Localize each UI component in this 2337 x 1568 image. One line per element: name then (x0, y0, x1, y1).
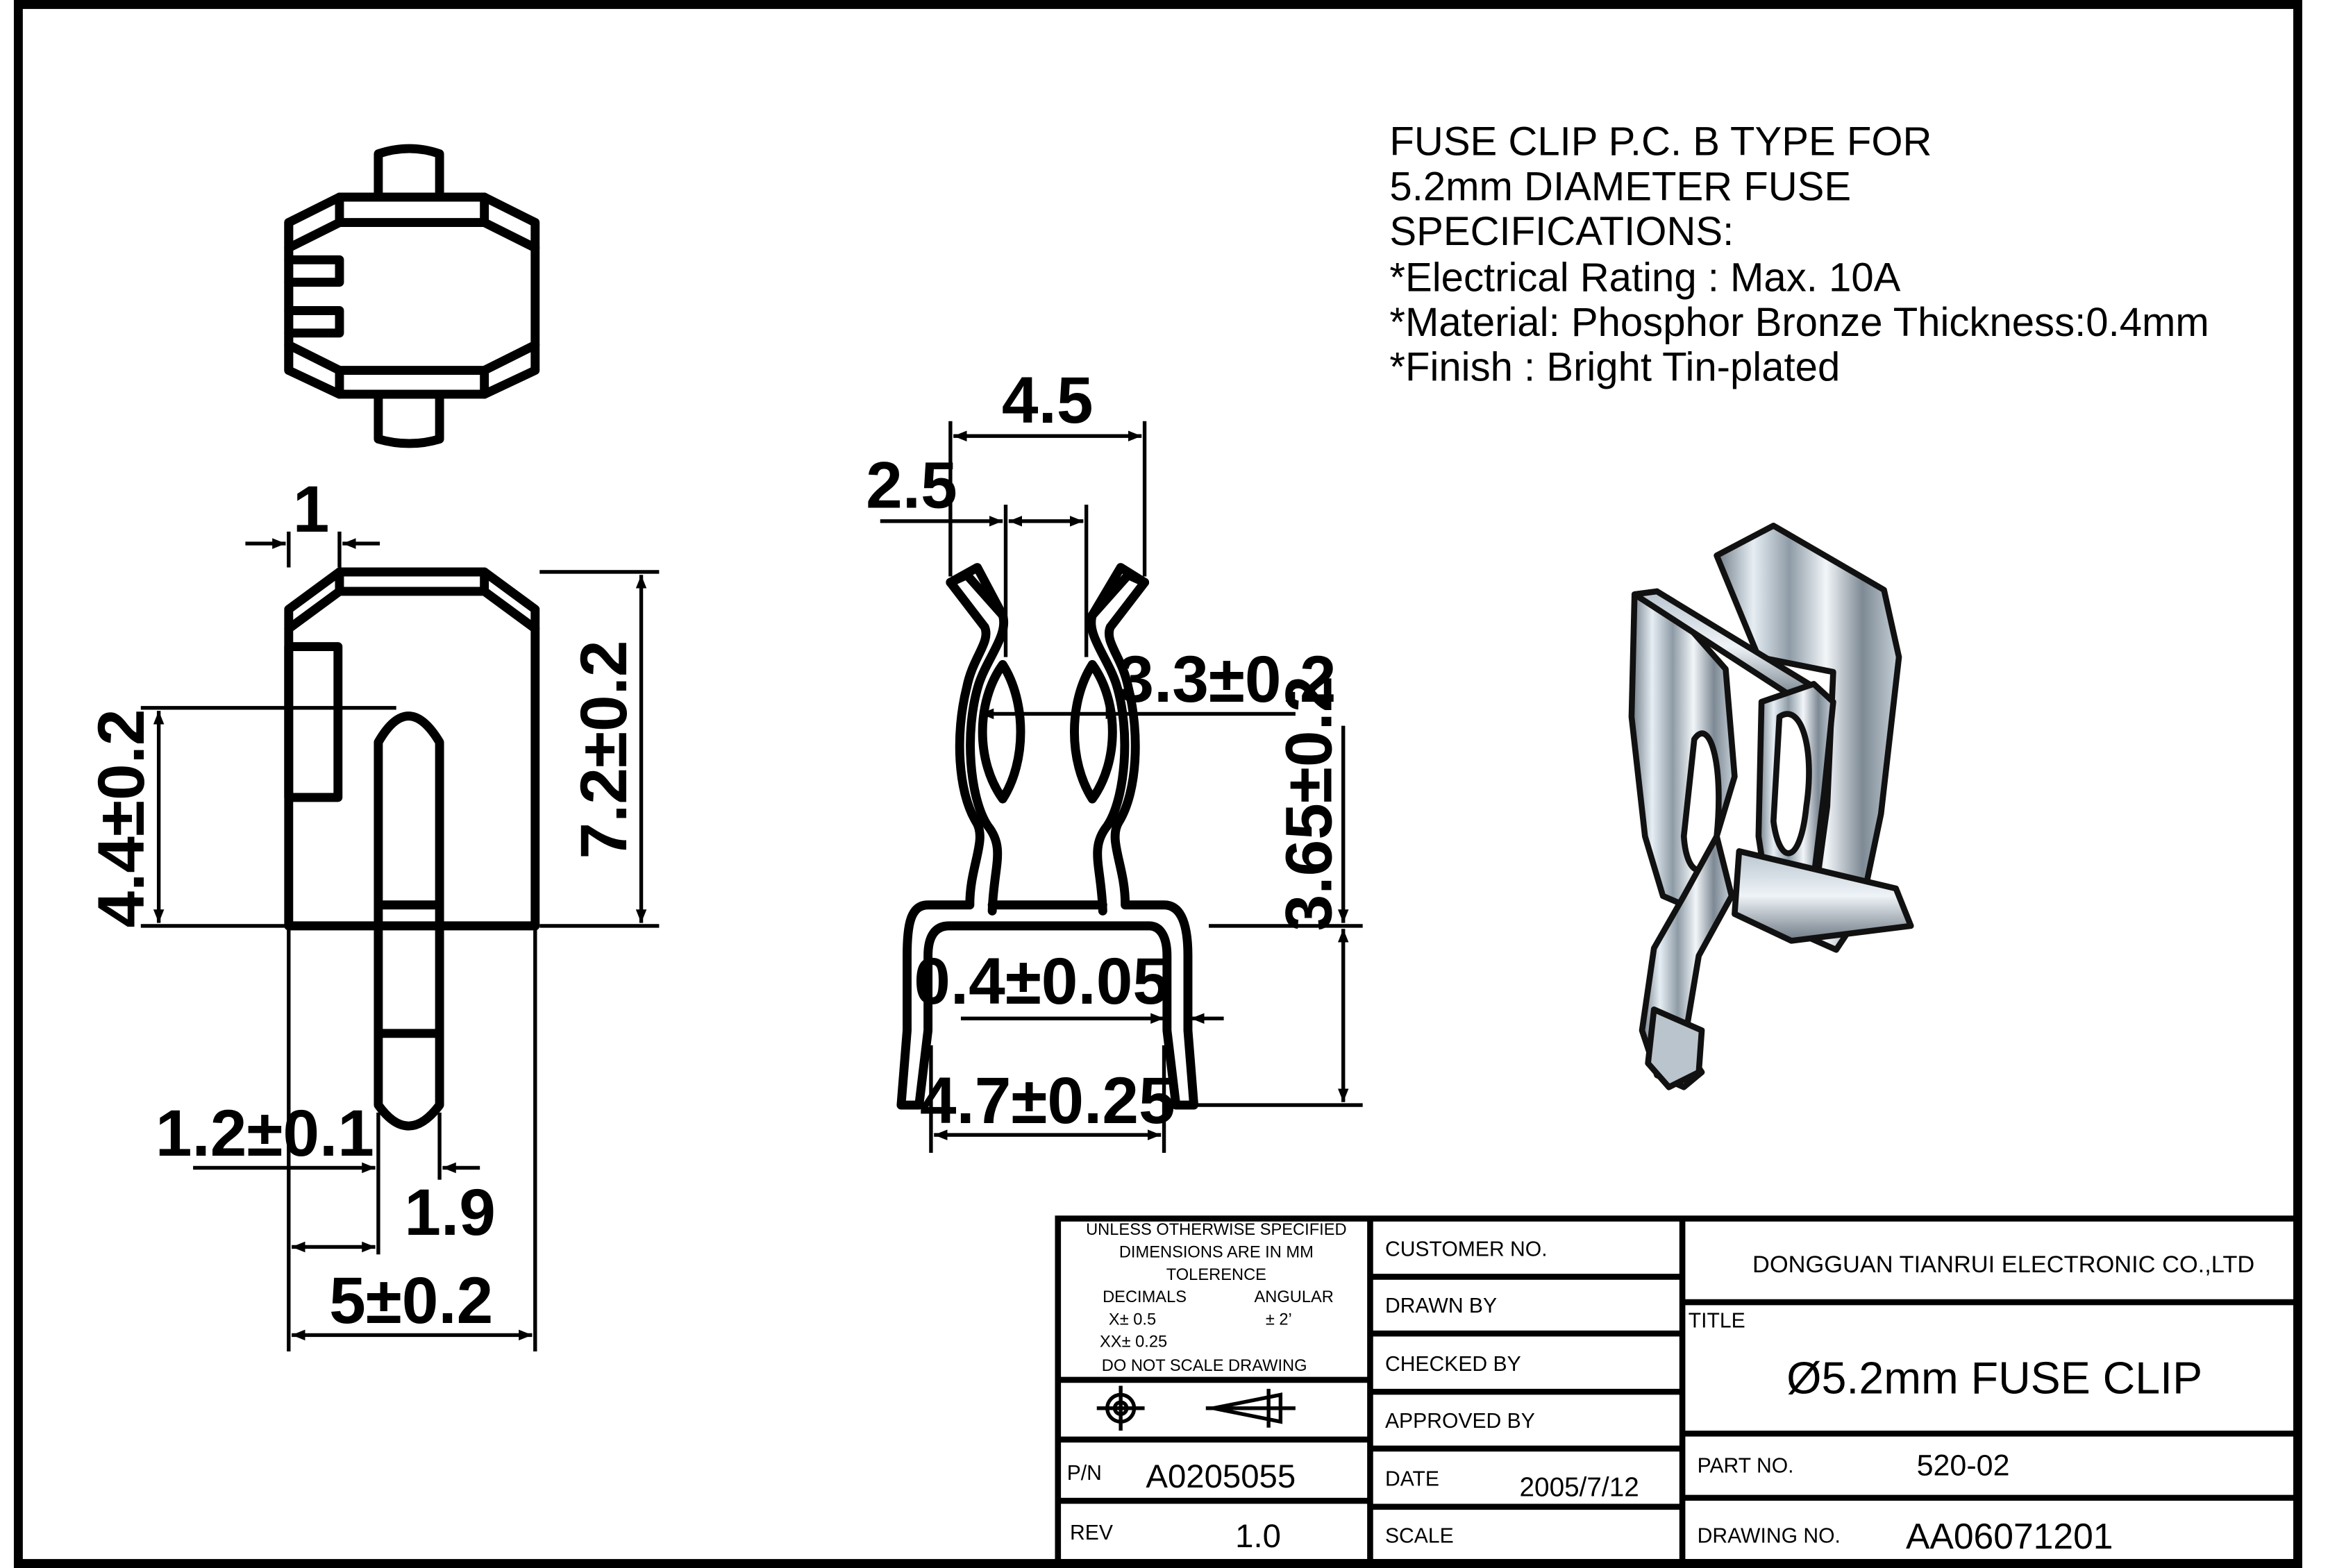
tolerance-line-1: UNLESS OTHERWISE SPECIFIED (1086, 1221, 1347, 1239)
spec-line-6: *Finish : Bright Tin-plated (1389, 345, 1840, 390)
specifications-block: FUSE CLIP P.C. B TYPE FOR 5.2mm DIAMETER… (1389, 119, 2209, 390)
drawn-label: DRAWN BY (1385, 1295, 1497, 1317)
projection-symbol (1096, 1385, 1296, 1431)
title-label: TITLE (1689, 1310, 1745, 1333)
rev-value: 1.0 (1235, 1518, 1281, 1555)
checked-label: CHECKED BY (1385, 1353, 1521, 1376)
tolerance-no-scale: DO NOT SCALE DRAWING (1102, 1357, 1307, 1375)
tolerance-decimals-label: DECIMALS (1103, 1288, 1187, 1306)
scale-label: SCALE (1385, 1524, 1454, 1547)
isometric-view (1628, 522, 1914, 1090)
pn-label: P/N (1067, 1462, 1102, 1485)
dim-front-inner-width: 2.5 (866, 448, 957, 522)
dim-height-total: 7.2±0.2 (567, 640, 641, 859)
dim-front-top-width: 4.5 (1002, 364, 1094, 437)
dim-front-opening: 3.3±0.2 (1117, 643, 1336, 716)
spec-line-1: FUSE CLIP P.C. B TYPE FOR (1389, 119, 1932, 165)
dim-front-thickness: 0.4±0.05 (914, 945, 1169, 1018)
dim-pin-offset: 1.2±0.1 (156, 1097, 374, 1170)
spec-line-4: *Electrical Rating : Max. 10A (1389, 255, 1900, 301)
dim-pin-width: 1.9 (404, 1176, 496, 1249)
dim-top-width: 1 (293, 473, 330, 546)
dim-front-leg-height: 3.65±0.2 (1273, 676, 1346, 931)
spec-line-3: SPECIFICATIONS: (1389, 209, 1734, 254)
part-value: 520-02 (1917, 1449, 2010, 1483)
company-name: DONGGUAN TIANRUI ELECTRONIC CO.,LTD (1752, 1251, 2254, 1278)
tolerance-x: X± 0.5 (1109, 1310, 1156, 1329)
customer-label: CUSTOMER NO. (1385, 1238, 1548, 1261)
tolerance-line-2: DIMENSIONS ARE IN MM (1119, 1244, 1314, 1262)
date-value: 2005/7/12 (1520, 1473, 1639, 1503)
date-label: DATE (1385, 1468, 1439, 1491)
tolerance-angular-label: ANGULAR (1255, 1288, 1334, 1306)
pn-value: A0205055 (1146, 1458, 1296, 1495)
top-view (284, 144, 540, 448)
spec-line-5: *Material: Phosphor Bronze Thickness:0.4… (1389, 300, 2209, 345)
drawing-value: AA06071201 (1906, 1516, 2113, 1556)
approved-label: APPROVED BY (1385, 1410, 1535, 1433)
title-value: Ø5.2mm FUSE CLIP (1786, 1353, 2202, 1403)
part-label: PART NO. (1698, 1454, 1794, 1477)
dim-side-width: 5±0.2 (329, 1264, 493, 1338)
title-block: UNLESS OTHERWISE SPECIFIED DIMENSIONS AR… (1055, 1215, 2301, 1565)
tolerance-line-3: TOLERENCE (1166, 1266, 1266, 1284)
dim-slot-height: 4.4±0.2 (85, 709, 158, 927)
tolerance-angular: ± 2’ (1266, 1310, 1292, 1329)
tolerance-xx: XX± 0.25 (1100, 1333, 1167, 1351)
dim-front-base-width: 4.7±0.25 (920, 1064, 1175, 1138)
side-view (284, 567, 540, 1131)
front-view (896, 563, 1199, 1110)
spec-line-2: 5.2mm DIAMETER FUSE (1389, 164, 1851, 209)
side-view-dimensions: 1 7.2±0.2 4.4±0.2 1.2±0.1 1.9 5±0.2 (85, 473, 660, 1352)
rev-label: REV (1070, 1521, 1113, 1544)
drawing-label: DRAWING NO. (1698, 1524, 1841, 1547)
front-view-dimensions: 4.5 2.5 3.3±0.2 3.65±0.2 0.4±0.05 4.7±0.… (866, 364, 1363, 1153)
